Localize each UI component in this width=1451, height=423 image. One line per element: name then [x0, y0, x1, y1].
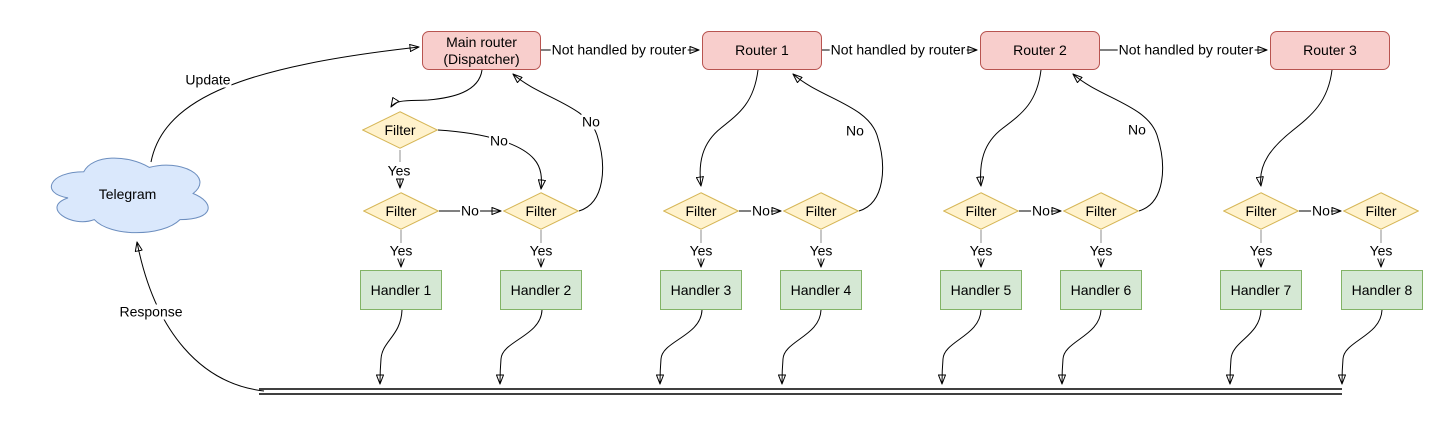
update-edge-label: Update	[184, 71, 232, 88]
edge-handler3-to-bus	[660, 309, 703, 384]
not-handled-label-1: Not handled by router	[550, 41, 688, 58]
handler-6-node: Handler 6	[1060, 270, 1142, 310]
dispatcher-node: Main router (Dispatcher)	[422, 31, 541, 70]
cloud-label: Telegram	[98, 185, 157, 202]
handler-8-label: Handler 8	[1351, 281, 1413, 298]
filter-label: Filter	[1365, 203, 1397, 219]
not-handled-label-3: Not handled by router	[1117, 41, 1255, 58]
handler-3-node: Handler 3	[660, 270, 742, 310]
handler-8-node: Handler 8	[1341, 270, 1423, 310]
diamond-shape	[362, 192, 440, 230]
diamond-shape	[361, 111, 439, 149]
diamond-shape	[1062, 192, 1140, 230]
handler-2-node: Handler 2	[500, 270, 582, 310]
diamond-shape	[662, 192, 740, 230]
filter-diamond-5: Filter	[942, 192, 1020, 230]
edge-handler6-to-bus	[1062, 309, 1102, 384]
router-2-label: Router 2	[1013, 42, 1067, 58]
yes-label-6: Yes	[1088, 242, 1114, 259]
edge-handler2-to-bus	[500, 309, 543, 384]
handler-1-node: Handler 1	[360, 270, 442, 310]
dispatcher-label-line2: (Dispatcher)	[443, 50, 520, 67]
handler-1-label: Handler 1	[370, 281, 432, 298]
router-1-label: Router 1	[735, 42, 789, 58]
handler-4-node: Handler 4	[780, 270, 862, 310]
filter-label: Filter	[1245, 203, 1277, 219]
no-label-loop-2: No	[845, 122, 865, 139]
edge-no-loop-dispatcher	[513, 74, 603, 212]
filter-diamond-3: Filter	[662, 192, 740, 230]
edge-dispatcher-to-top-filter	[391, 69, 483, 107]
no-label-between-2: No	[751, 202, 771, 219]
router-3-label: Router 3	[1303, 42, 1357, 58]
filter-diamond-6: Filter	[1062, 192, 1140, 230]
filter-label: Filter	[965, 203, 997, 219]
no-label-between-4: No	[1311, 202, 1331, 219]
edge-router3-to-filter	[1261, 69, 1333, 186]
filter-diamond-4: Filter	[782, 192, 860, 230]
no-label-loop-1: No	[581, 113, 601, 130]
handler-2-label: Handler 2	[510, 281, 572, 298]
yes-label-8: Yes	[1368, 242, 1394, 259]
filter-diamond-top: Filter	[361, 111, 439, 149]
edge-response	[137, 242, 265, 392]
filter-diamond-7: Filter	[1222, 192, 1300, 230]
filter-diamond-1: Filter	[362, 192, 440, 230]
handler-4-label: Handler 4	[790, 281, 852, 298]
router-2-node: Router 2	[980, 31, 1100, 70]
diamond-shape	[1342, 192, 1420, 230]
edge-router1-to-filter	[700, 69, 759, 186]
diamond-shape	[782, 192, 860, 230]
no-label-loop-3: No	[1127, 121, 1147, 138]
yes-label-7: Yes	[1248, 242, 1274, 259]
handler-7-node: Handler 7	[1220, 270, 1302, 310]
yes-label-2: Yes	[528, 242, 554, 259]
handler-5-label: Handler 5	[950, 281, 1012, 298]
edge-handler4-to-bus	[782, 309, 822, 384]
handler-6-label: Handler 6	[1070, 281, 1132, 298]
no-label-top-curve: No	[489, 132, 509, 149]
edge-handler5-to-bus	[942, 309, 982, 384]
yes-label-top: Yes	[386, 162, 412, 179]
filter-diamond-8: Filter	[1342, 192, 1420, 230]
handler-5-node: Handler 5	[940, 270, 1022, 310]
diamond-shape	[1222, 192, 1300, 230]
yes-label-3: Yes	[688, 242, 714, 259]
router-1-node: Router 1	[702, 31, 822, 70]
edge-handler7-to-bus	[1230, 309, 1262, 384]
edge-top-filter-no	[437, 129, 541, 189]
cloud-shape	[50, 157, 209, 234]
no-label-between-3: No	[1031, 202, 1051, 219]
router-3-node: Router 3	[1270, 31, 1390, 70]
edge-handler8-to-bus	[1342, 309, 1383, 384]
filter-label: Filter	[685, 203, 717, 219]
no-label-between-1: No	[460, 202, 480, 219]
edge-handler1-to-bus	[380, 309, 403, 384]
filter-label: Filter	[525, 203, 557, 219]
edge-no-loop-router2	[1073, 74, 1163, 212]
filter-label: Filter	[805, 203, 837, 219]
filter-label: Filter	[385, 203, 417, 219]
dispatcher-label-line1: Main router	[446, 33, 517, 50]
response-edge-label: Response	[118, 303, 184, 320]
edge-no-loop-router1	[793, 74, 883, 212]
dispatcher-label: Main router (Dispatcher)	[443, 34, 519, 68]
telegram-cloud-node: Telegram	[40, 150, 215, 237]
handler-7-label: Handler 7	[1230, 281, 1292, 298]
not-handled-label-2: Not handled by router	[829, 41, 967, 58]
filter-diamond-2: Filter	[502, 192, 580, 230]
yes-label-1: Yes	[388, 242, 414, 259]
filter-label: Filter	[1085, 203, 1117, 219]
edge-router2-to-filter	[981, 69, 1042, 186]
yes-label-5: Yes	[968, 242, 994, 259]
handler-3-label: Handler 3	[670, 281, 732, 298]
diamond-shape	[502, 192, 580, 230]
diamond-shape	[942, 192, 1020, 230]
yes-label-4: Yes	[808, 242, 834, 259]
filter-label: Filter	[384, 122, 416, 138]
